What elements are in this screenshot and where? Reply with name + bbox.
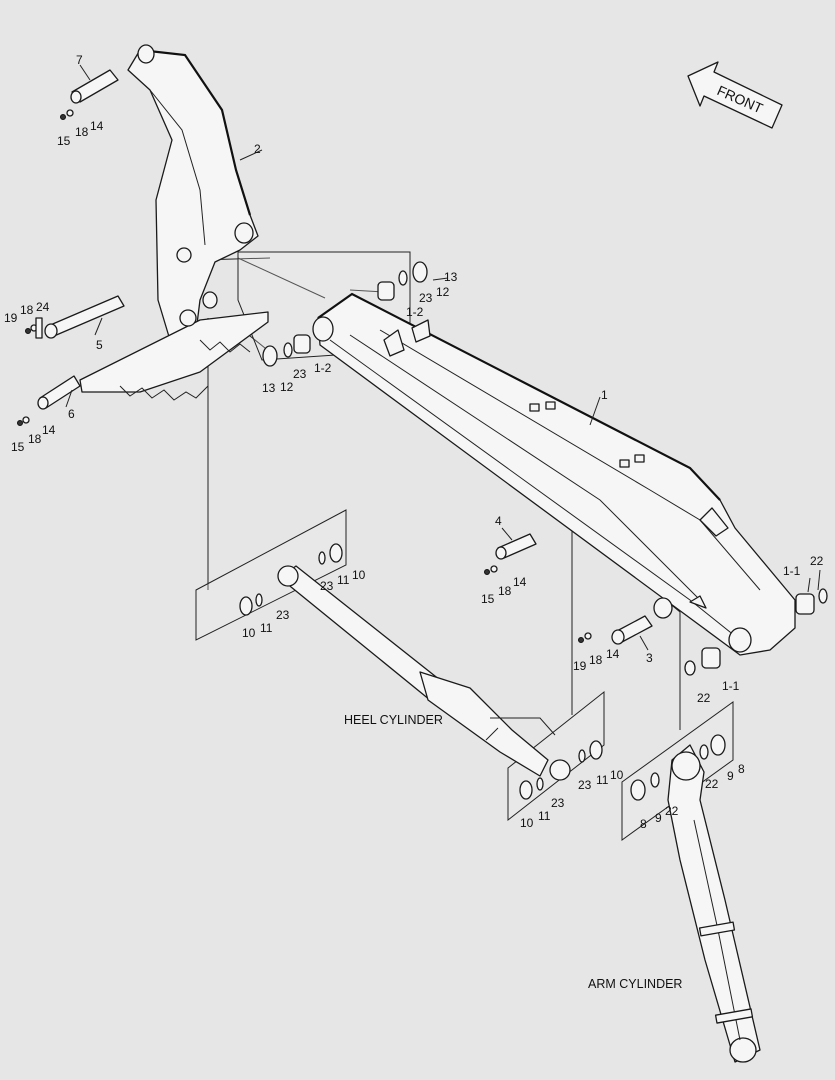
callout-23: 23: [578, 778, 592, 792]
callout-22: 22: [810, 554, 824, 568]
arm-cylinder-caption: ARM CYLINDER: [588, 977, 682, 991]
pin-3: [611, 615, 653, 645]
callout-18: 18: [20, 303, 34, 317]
callout-10: 10: [610, 768, 624, 782]
arm-body: [312, 292, 796, 656]
callout-14: 14: [90, 119, 104, 133]
callout-14: 14: [606, 647, 620, 661]
callout-4: 4: [495, 514, 502, 528]
callout-8: 8: [640, 817, 647, 831]
callout-5: 5: [96, 338, 103, 352]
callout-10: 10: [352, 568, 366, 582]
pin-7: [70, 69, 119, 104]
callout-1-2: 1-2: [406, 305, 424, 319]
callout-leaders: [65, 64, 821, 651]
callout-18: 18: [498, 584, 512, 598]
callout-23: 23: [419, 291, 433, 305]
callout-18: 18: [75, 125, 89, 139]
callout-14: 14: [513, 575, 527, 589]
callout-23: 23: [293, 367, 307, 381]
callout-7: 7: [76, 53, 83, 67]
callout-11: 11: [538, 809, 551, 823]
callout-18: 18: [28, 432, 42, 446]
callout-11: 11: [596, 773, 609, 787]
callout-2: 2: [254, 142, 261, 156]
arm-cylinder: [667, 744, 761, 1063]
callout-13: 13: [444, 270, 458, 284]
callout-18: 18: [589, 653, 603, 667]
callout-15: 15: [57, 134, 71, 148]
pin-4: [495, 533, 537, 560]
callout-10: 10: [242, 626, 256, 640]
callout-24: 24: [36, 300, 50, 314]
callout-1-1: 1-1: [722, 679, 740, 693]
callout-12: 12: [436, 285, 450, 299]
callout-23: 23: [320, 579, 334, 593]
callout-10: 10: [520, 816, 534, 830]
callout-labels: 7 15 18 14 2 19 18 24 5 6 15 18 14 13 12…: [4, 53, 824, 831]
callout-9: 9: [655, 811, 662, 825]
callout-6: 6: [68, 407, 75, 421]
pin-5: [44, 295, 125, 339]
callout-22: 22: [705, 777, 719, 791]
fastener-hardware: [17, 109, 592, 643]
callout-19: 19: [4, 311, 18, 325]
callout-8: 8: [738, 762, 745, 776]
callout-13: 13: [262, 381, 276, 395]
callout-15: 15: [481, 592, 495, 606]
pin-6: [37, 375, 81, 410]
callout-3: 3: [646, 651, 653, 665]
callout-23: 23: [551, 796, 565, 810]
callout-23: 23: [276, 608, 290, 622]
callout-1-2: 1-2: [314, 361, 332, 375]
callout-11: 11: [260, 621, 273, 635]
callout-1-1: 1-1: [783, 564, 801, 578]
callout-9: 9: [727, 769, 734, 783]
heel-cylinder-caption: HEEL CYLINDER: [344, 713, 443, 727]
rake-attachment: [79, 291, 269, 401]
bucket-link: [127, 44, 259, 341]
callout-22: 22: [697, 691, 711, 705]
callout-11: 11: [337, 573, 350, 587]
callout-1: 1: [601, 388, 608, 402]
callout-14: 14: [42, 423, 56, 437]
callout-12: 12: [280, 380, 294, 394]
callout-22: 22: [665, 804, 679, 818]
callout-15: 15: [11, 440, 25, 454]
bushings-and-seals: [239, 261, 828, 801]
heel-cylinder: [277, 565, 571, 781]
front-arrow-icon: FRONT: [687, 61, 783, 129]
callout-19: 19: [573, 659, 587, 673]
